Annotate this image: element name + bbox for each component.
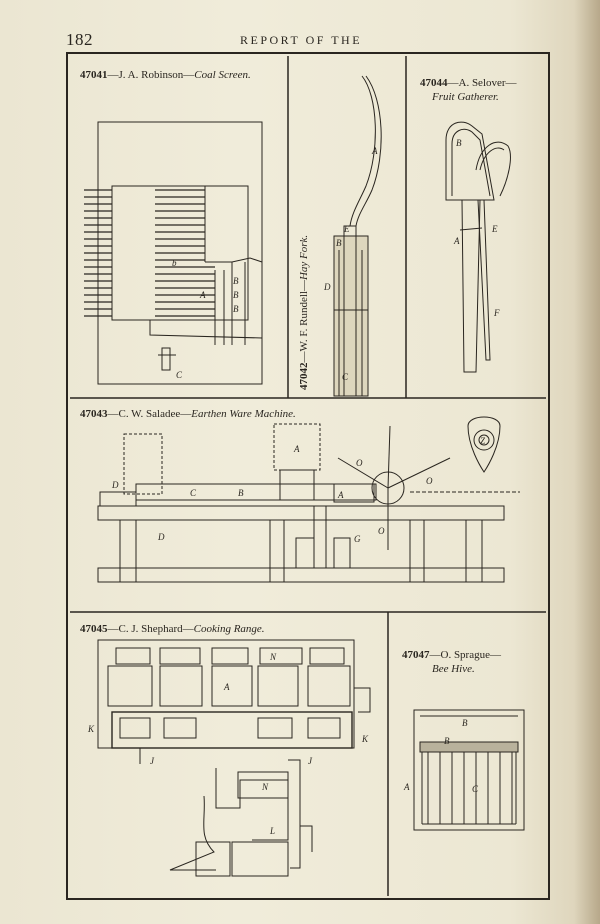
letter-j: J xyxy=(308,756,313,766)
letter-d: D xyxy=(111,480,119,490)
letter-k: K xyxy=(361,734,369,744)
plate-frame xyxy=(66,52,550,900)
hay-fork-drawing xyxy=(333,75,382,397)
letter-c: C xyxy=(190,488,197,498)
inventor-name: C. J. Shephard xyxy=(118,623,183,635)
patent-number: 47043 xyxy=(80,408,108,420)
figure-title: Coal Screen. xyxy=(194,69,251,81)
letter-b: b xyxy=(172,258,177,268)
panel-dividers xyxy=(70,56,546,896)
caption-bee-hive: 47047—O. Sprague— Bee Hive. xyxy=(402,649,501,675)
earthen-ware-drawing xyxy=(97,416,520,583)
letter-a: A xyxy=(293,444,300,454)
letter-b: B xyxy=(444,736,450,746)
inventor-name: O. Sprague xyxy=(440,649,491,661)
letter-n: N xyxy=(269,652,277,662)
letter-l: L xyxy=(269,826,275,836)
figure-title: Fruit Gatherer. xyxy=(432,91,499,103)
letter-c: C xyxy=(176,370,183,380)
letter-o: O xyxy=(378,526,385,536)
letter-o: O xyxy=(356,458,363,468)
letter-c: C xyxy=(472,784,479,794)
cooking-range-drawing xyxy=(97,639,371,877)
letter-n: N xyxy=(261,782,269,792)
bee-hive-drawing xyxy=(413,709,525,831)
inventor-name: A. Selover xyxy=(458,77,506,89)
letter-b: B xyxy=(456,138,462,148)
letter-e: E xyxy=(343,224,350,234)
caption-fruit-gatherer: 47044—A. Selover— Fruit Gatherer. xyxy=(420,77,517,103)
letter-a: A xyxy=(371,146,378,156)
letter-f: F xyxy=(493,308,500,318)
patent-number: 47044 xyxy=(420,77,448,89)
letter-a: A xyxy=(453,236,460,246)
inventor-name: C. W. Saladee xyxy=(118,408,181,420)
fruit-gatherer-drawing xyxy=(445,121,511,373)
patent-number: 47045 xyxy=(80,623,108,635)
letter-b: B xyxy=(233,290,239,300)
letter-k: K xyxy=(87,724,95,734)
patent-number: 47047 xyxy=(402,649,430,661)
letter-a: A xyxy=(337,490,344,500)
letter-z: Z xyxy=(480,436,486,446)
letter-j: J xyxy=(150,756,155,766)
patent-number: 47041 xyxy=(80,69,108,81)
figure-letters: b A B B B C A D E B C B A E F A O O Z D … xyxy=(87,138,500,836)
letter-b: B xyxy=(233,304,239,314)
letter-b: B xyxy=(233,276,239,286)
caption-coal-screen: 47041—J. A. Robinson—Coal Screen. xyxy=(80,69,251,81)
letter-o: O xyxy=(426,476,433,486)
caption-cooking-range: 47045—C. J. Shephard—Cooking Range. xyxy=(80,623,265,635)
letter-c: C xyxy=(342,372,349,382)
letter-a: A xyxy=(403,782,410,792)
caption-earthen-ware: 47043—C. W. Saladee—Earthen Ware Machine… xyxy=(80,408,296,420)
letter-e: E xyxy=(491,224,498,234)
letter-a: A xyxy=(199,290,206,300)
inventor-name: J. A. Robinson xyxy=(118,69,184,81)
coal-screen-drawing xyxy=(84,121,263,385)
figure-title: Earthen Ware Machine. xyxy=(191,408,296,420)
letter-g: G xyxy=(354,534,361,544)
letter-a: A xyxy=(223,682,230,692)
page-number: 182 xyxy=(66,30,93,49)
page-edge-shadow xyxy=(574,0,600,924)
figure-title: Cooking Range. xyxy=(193,623,265,635)
letter-b: B xyxy=(462,718,468,728)
letter-b: B xyxy=(336,238,342,248)
figure-title: Bee Hive. xyxy=(432,663,475,675)
running-title: REPORT OF THE xyxy=(240,33,363,47)
letter-d: D xyxy=(323,282,331,292)
letter-b: B xyxy=(238,488,244,498)
letter-d: D xyxy=(157,532,165,542)
